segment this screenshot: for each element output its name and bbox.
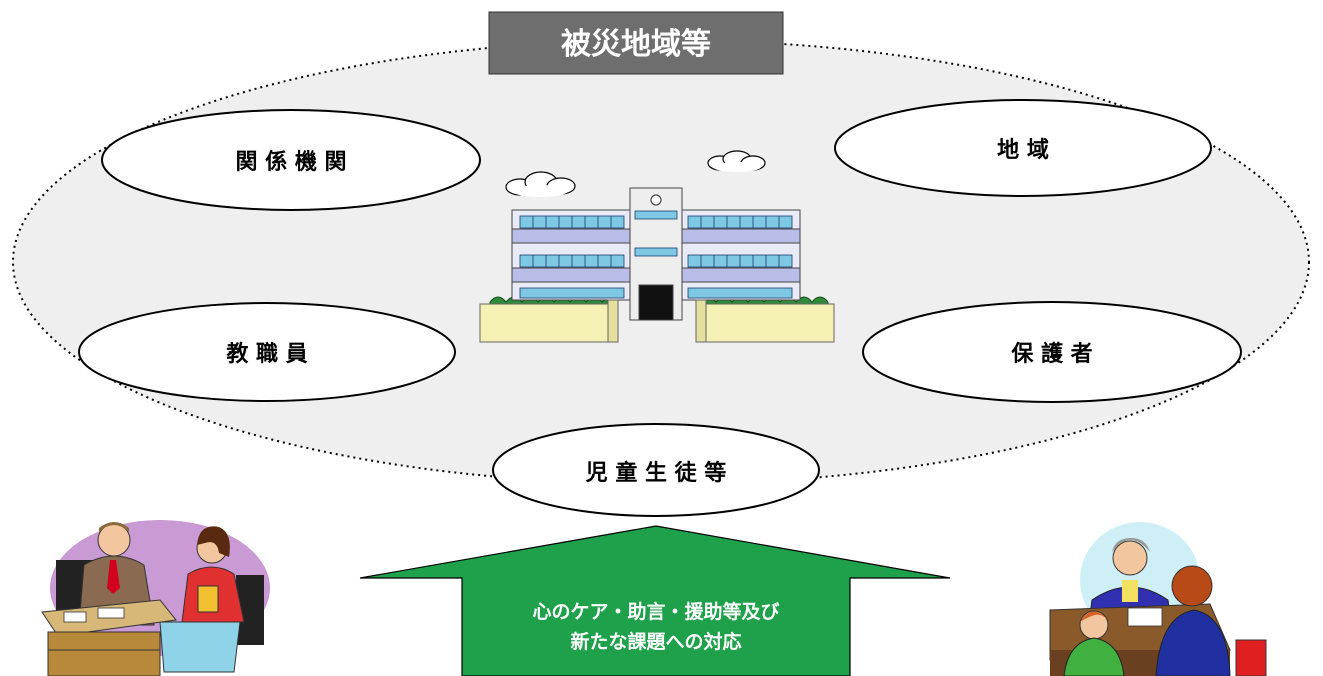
node-guardians: 保 護 者	[862, 301, 1242, 403]
node-students: 児 童 生 徒 等	[492, 423, 820, 517]
arrow-text-line2: 新たな課題への対応	[570, 630, 741, 653]
node-staff: 教 職 員	[78, 302, 456, 402]
school-building-icon	[479, 187, 835, 343]
cloud-icon	[505, 171, 576, 197]
cloud-icon	[707, 150, 766, 172]
counseling-clipart-icon	[41, 520, 270, 676]
node-related-orgs: 関 係 機 関	[101, 109, 481, 211]
node-staff-label: 教 職 員	[226, 341, 307, 367]
title-text: 被災地域等	[561, 27, 711, 62]
node-related-orgs-label: 関 係 機 関	[236, 150, 347, 175]
node-region: 地 域	[834, 99, 1212, 197]
support-arrow: 心のケア・助言・援助等及び 新たな課題への対応	[359, 525, 951, 676]
node-students-label: 児 童 生 徒 等	[585, 460, 727, 486]
node-guardians-label: 保 護 者	[1010, 341, 1092, 367]
arrow-text-line1: 心のケア・助言・援助等及び	[532, 600, 779, 623]
title-box	[488, 11, 784, 75]
node-region-label: 地 域	[997, 137, 1049, 163]
teacher-students-clipart-icon	[1049, 522, 1267, 676]
